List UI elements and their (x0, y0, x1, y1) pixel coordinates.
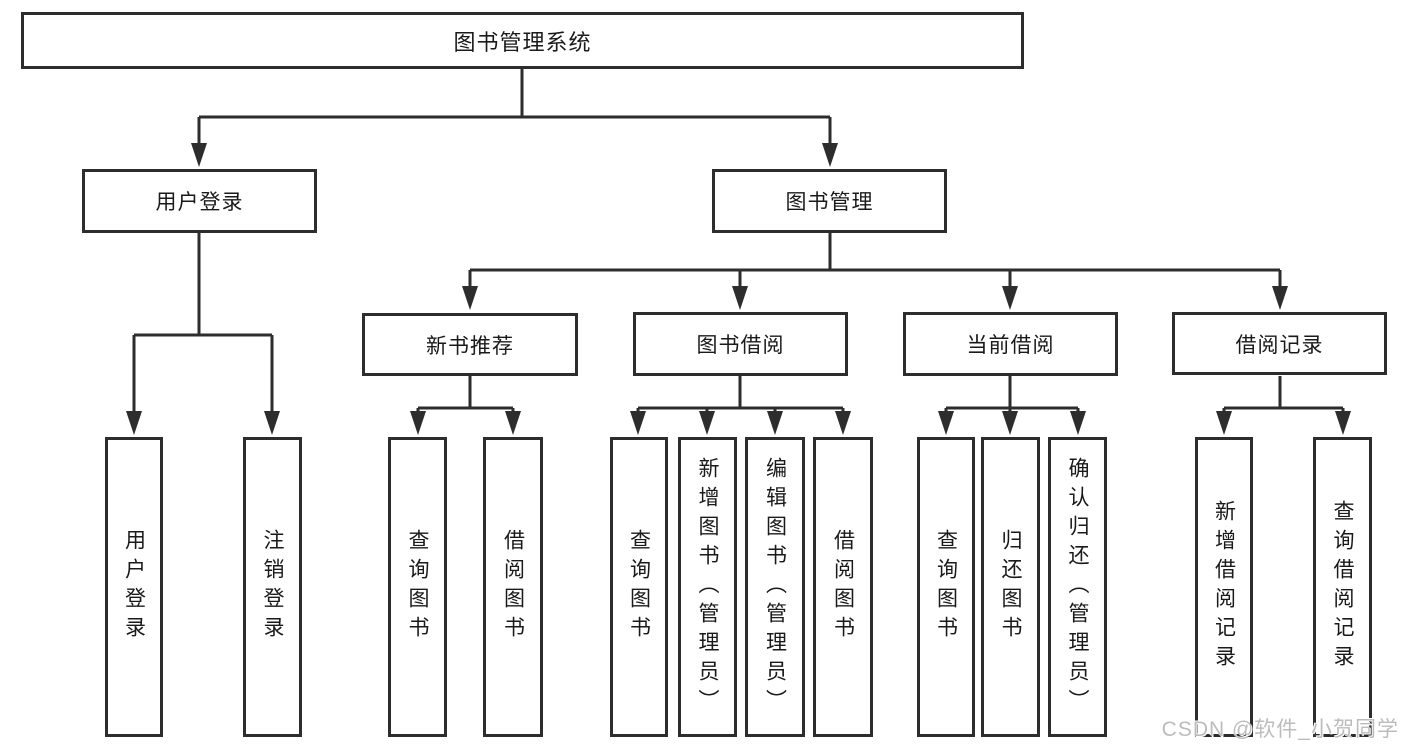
node-label: 注销登录 (261, 529, 284, 645)
node-user-login-module: 用户登录 (82, 169, 317, 233)
leaf-borrow-add-books-admin: 新增图书（管理员） (678, 437, 737, 737)
node-label: 归还图书 (999, 529, 1022, 645)
node-label: 查询借阅记录 (1331, 500, 1354, 674)
node-label: 借阅图书 (831, 529, 855, 645)
node-label: 新增借阅记录 (1212, 500, 1236, 674)
node-label: 编辑图书（管理员） (763, 456, 787, 718)
node-label: 图书管理 (785, 191, 874, 214)
node-label: 当前借阅 (966, 334, 1055, 357)
node-label: 查询图书 (627, 529, 651, 645)
leaf-user-login: 用户登录 (105, 437, 163, 737)
leaf-borrow-query-books: 查询图书 (610, 437, 668, 737)
node-label: 用户登录 (155, 191, 244, 214)
leaf-logout: 注销登录 (243, 437, 302, 737)
node-label: 确认归还（管理员） (1066, 456, 1089, 718)
node-borrow-record: 借阅记录 (1172, 312, 1387, 375)
leaf-current-return-books: 归还图书 (981, 437, 1040, 737)
node-label: 查询图书 (406, 529, 429, 645)
leaf-record-query: 查询借阅记录 (1313, 437, 1372, 737)
node-label: 新增图书（管理员） (696, 456, 719, 718)
node-label: 图书借阅 (696, 334, 785, 357)
leaf-borrow-borrow-books: 借阅图书 (813, 437, 873, 737)
node-root-system: 图书管理系统 (21, 12, 1024, 69)
leaf-recommend-query-books: 查询图书 (388, 437, 447, 737)
node-label: 用户登录 (122, 529, 146, 645)
node-book-borrow: 图书借阅 (633, 312, 848, 376)
csdn-watermark: CSDN @软件_小贺同学 (1161, 718, 1399, 741)
leaf-borrow-edit-books-admin: 编辑图书（管理员） (745, 437, 805, 737)
node-label: 图书管理系统 (453, 29, 592, 55)
node-book-management-module: 图书管理 (712, 169, 947, 233)
node-label: 查询图书 (934, 529, 958, 645)
node-current-borrow: 当前借阅 (903, 312, 1118, 376)
node-label: 借阅图书 (501, 529, 525, 645)
leaf-current-confirm-return-admin: 确认归还（管理员） (1048, 437, 1107, 737)
node-label: 借阅记录 (1235, 333, 1324, 357)
leaf-current-query-books: 查询图书 (917, 437, 975, 737)
node-label: 新书推荐 (426, 334, 514, 358)
leaf-record-add: 新增借阅记录 (1195, 437, 1253, 737)
leaf-recommend-borrow-books: 借阅图书 (483, 437, 543, 737)
node-new-book-recommend: 新书推荐 (362, 313, 578, 376)
